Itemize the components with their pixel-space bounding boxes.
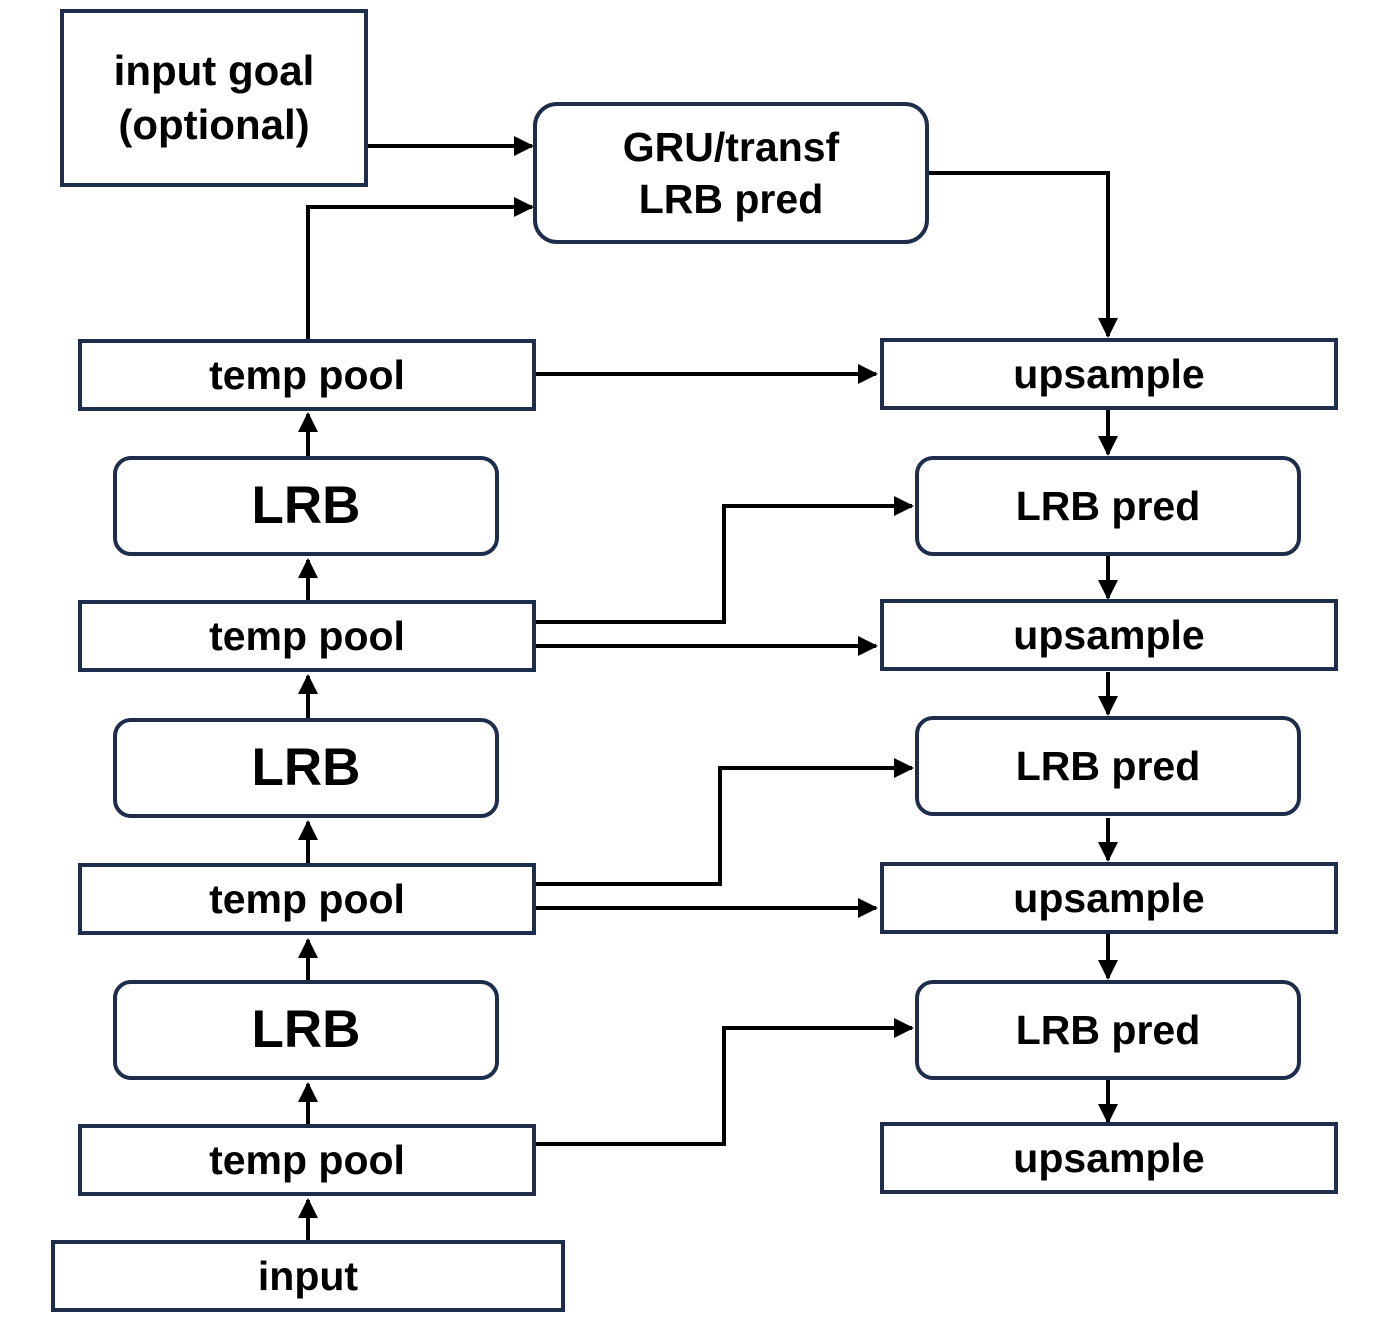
upsample-box: upsample	[880, 338, 1338, 410]
skip-pool-to-lrb-pred	[536, 496, 914, 624]
lrb-pred-box: LRB pred	[915, 716, 1301, 816]
arrow-gru-to-upsample	[928, 171, 1118, 338]
temp-pool-box: temp pool	[78, 600, 536, 672]
lrb-box: LRB	[113, 456, 499, 556]
lrb-pred-box: LRB pred	[915, 980, 1301, 1080]
lrb-box: LRB	[113, 980, 499, 1080]
skip-pool-to-lrb-pred	[530, 758, 914, 886]
lrb-pred-box: LRB pred	[915, 456, 1301, 556]
lrb-box: LRB	[113, 718, 499, 818]
skip-pool-to-lrb-pred	[536, 1018, 914, 1146]
arrow-pool-to-gru	[306, 197, 534, 340]
input-goal-box: input goal (optional)	[60, 9, 368, 187]
temp-pool-box: temp pool	[78, 1124, 536, 1196]
gru-transformer-pred-box: GRU/transf LRB pred	[533, 102, 929, 244]
input-box: input	[51, 1240, 565, 1312]
temp-pool-box: temp pool	[78, 863, 536, 935]
upsample-box: upsample	[880, 862, 1338, 934]
upsample-box: upsample	[880, 599, 1338, 671]
upsample-box: upsample	[880, 1122, 1338, 1194]
temp-pool-box: temp pool	[78, 339, 536, 411]
